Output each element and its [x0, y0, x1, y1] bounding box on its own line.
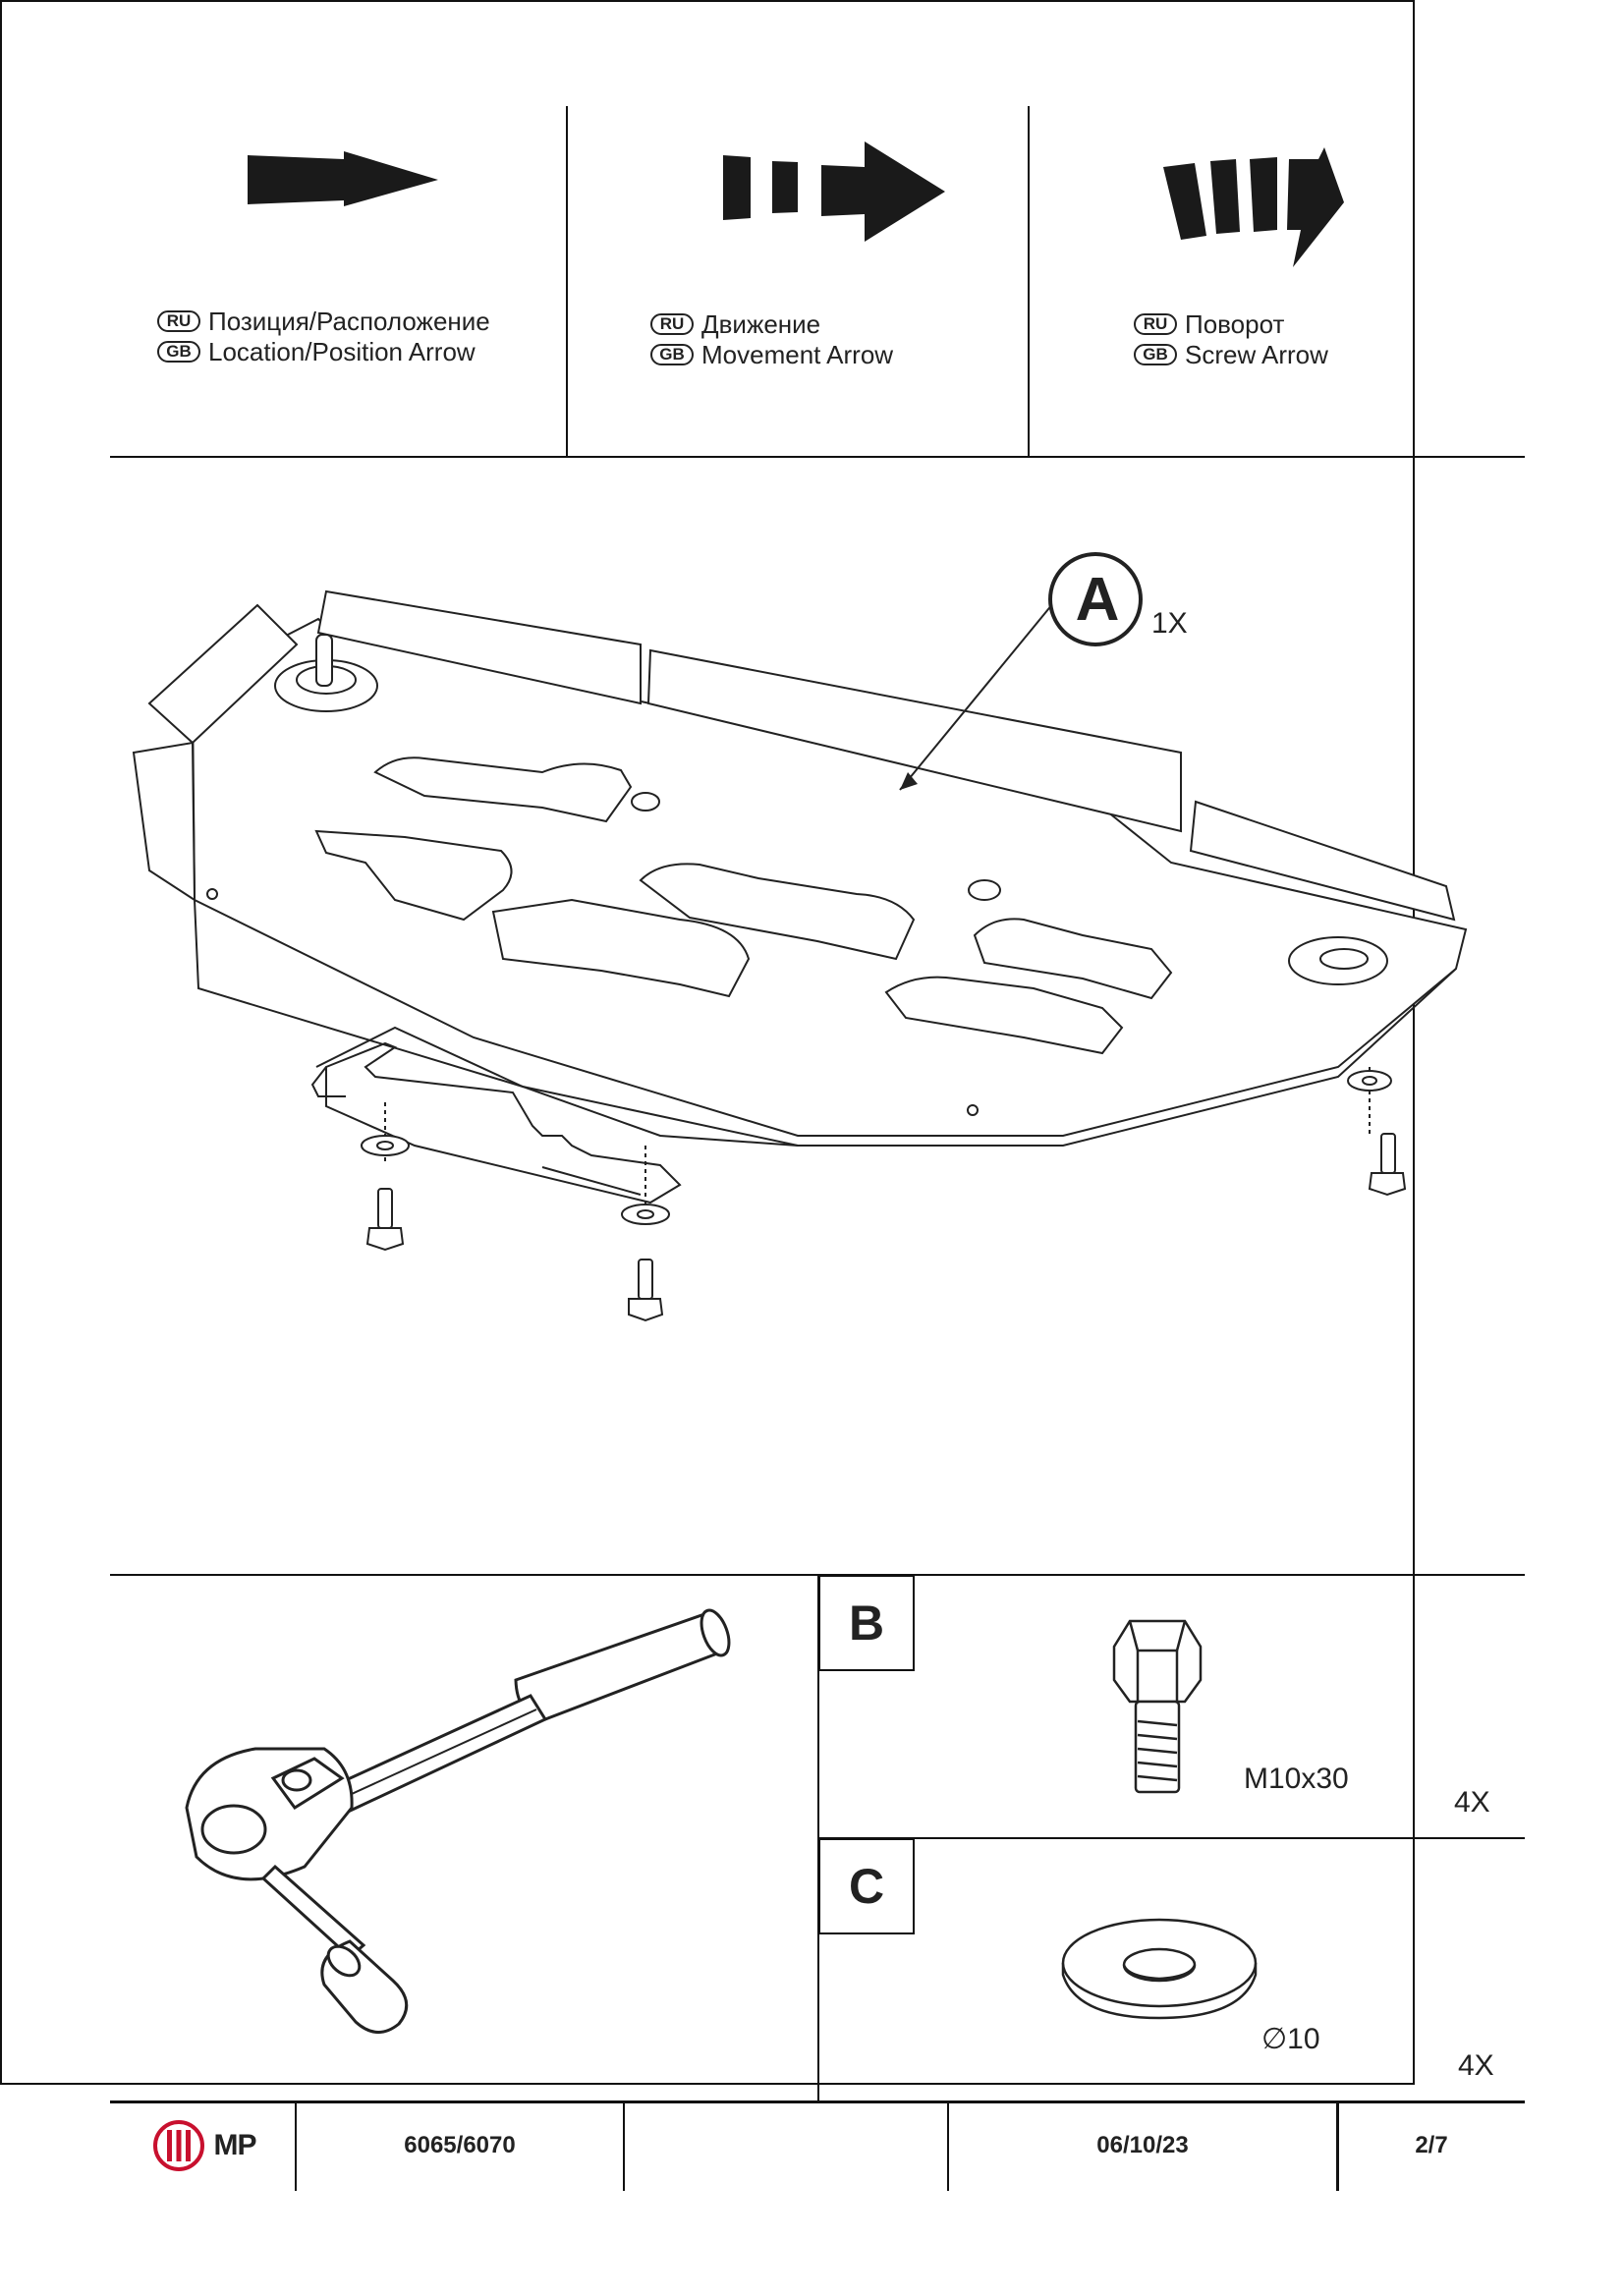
legend-gb-text: Movement Arrow [701, 340, 894, 369]
gb-badge: GB [157, 341, 200, 363]
legend-item-screw-gb: GB Screw Arrow [1134, 340, 1328, 369]
divider [817, 1574, 819, 2101]
part-quantity: 1X [1151, 607, 1188, 640]
gb-badge: GB [650, 344, 694, 365]
mp-logo-icon [152, 2120, 204, 2171]
divider [295, 2100, 297, 2191]
page-number: 2/7 [1415, 2132, 1448, 2158]
skid-plate-diagram [132, 552, 1468, 1322]
screw-arrow-icon [1163, 147, 1344, 267]
logo-text: MP [213, 2129, 257, 2161]
legend-ru-text: Позиция/Расположение [208, 307, 490, 336]
legend-ru-text: Движение [701, 309, 821, 339]
legend-gb-text: Location/Position Arrow [208, 337, 476, 366]
ru-badge: RU [1134, 313, 1177, 335]
legend-item-movement-gb: GB Movement Arrow [650, 340, 893, 369]
part-c-label: C [818, 1838, 915, 1934]
ru-badge: RU [157, 310, 200, 332]
page-frame [0, 0, 1415, 2085]
divider [566, 106, 568, 457]
divider [947, 2100, 949, 2191]
washer-quantity: 4X [1458, 2049, 1494, 2082]
divider [1336, 2100, 1339, 2191]
legend-gb-text: Screw Arrow [1185, 340, 1328, 369]
bolt-quantity: 4X [1454, 1786, 1490, 1819]
divider [818, 1837, 1525, 1839]
gb-badge: GB [1134, 344, 1177, 365]
legend-ru-text: Поворот [1185, 309, 1285, 339]
movement-arrow-icon [723, 141, 945, 242]
blank-field [625, 2103, 947, 2188]
washer-icon [1061, 1918, 1258, 2020]
washer-spec: ∅10 [1261, 2023, 1320, 2055]
location-arrow-icon [248, 151, 438, 206]
divider [110, 2100, 1525, 2103]
legend-item-screw: RU Поворот [1134, 309, 1284, 339]
part-callout-label: A [1075, 566, 1120, 634]
legend-item-movement: RU Движение [650, 309, 820, 339]
divider [110, 456, 1525, 458]
bolt-spec: M10x30 [1244, 1763, 1349, 1795]
ru-badge: RU [650, 313, 694, 335]
legend-item-location: RU Позиция/Расположение [157, 307, 490, 336]
part-b-label: B [818, 1575, 915, 1671]
document-date: 06/10/23 [1096, 2132, 1189, 2158]
brand-logo: MP [112, 2103, 295, 2188]
ratchet-wrench-icon [185, 1608, 731, 2034]
divider [623, 2100, 625, 2191]
bolt-icon [1112, 1619, 1203, 1794]
part-number: 6065/6070 [404, 2132, 516, 2158]
legend-item-location-gb: GB Location/Position Arrow [157, 337, 476, 366]
divider [1028, 106, 1030, 457]
